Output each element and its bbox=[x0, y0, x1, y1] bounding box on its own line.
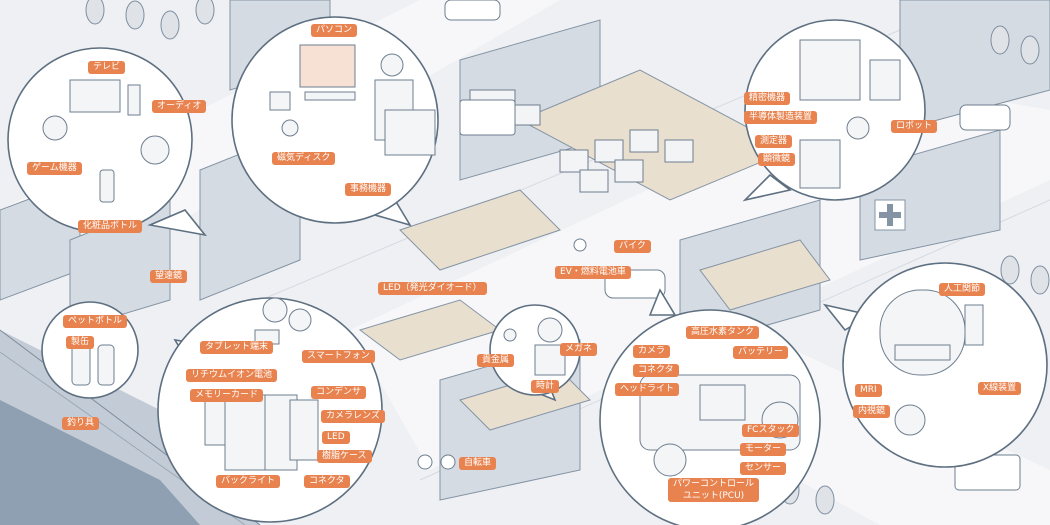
precision-equipment-label: 精密機器 bbox=[744, 92, 791, 105]
memory-card-label: メモリーカード bbox=[190, 389, 264, 402]
mri-label: MRI bbox=[855, 384, 882, 397]
car-connector-label: コネクタ bbox=[633, 364, 679, 377]
robot-label: ロボット bbox=[891, 120, 938, 133]
li-battery-label: リチウムイオン電池 bbox=[186, 369, 278, 382]
bike-label: バイク bbox=[614, 240, 651, 253]
precious-metal-label: 貴金属 bbox=[477, 354, 515, 367]
semiconductor-equipment-label: 半導体製造装置 bbox=[744, 111, 818, 124]
led-label: LED bbox=[322, 431, 350, 444]
bubble-contents bbox=[42, 39, 984, 477]
pcu-label: パワーコントロール ユニット(PCU) bbox=[668, 478, 760, 502]
artificial-joint-label: 人工関節 bbox=[939, 283, 986, 296]
magnetic-disk-label: 磁気ディスク bbox=[272, 152, 336, 165]
can-label: 製缶 bbox=[66, 336, 95, 349]
game-label: ゲーム機器 bbox=[27, 162, 82, 175]
watch-label: 時計 bbox=[531, 380, 560, 393]
xray-label: X線装置 bbox=[978, 382, 1022, 395]
cosmetic-bottle-label: 化粧品ボトル bbox=[78, 220, 143, 233]
backlight-label: バックライト bbox=[216, 475, 281, 488]
telescope-label: 望遠鏡 bbox=[150, 270, 188, 283]
measuring-instrument-label: 測定器 bbox=[755, 135, 793, 148]
bicycle-label: 自転車 bbox=[459, 457, 497, 470]
camera-lens-label: カメラレンズ bbox=[321, 410, 385, 423]
endoscope-label: 内視鏡 bbox=[853, 405, 891, 418]
led-light-label: LED（発光ダイオード） bbox=[378, 282, 487, 295]
headlight-label: ヘッドライト bbox=[615, 383, 680, 396]
audio-label: オーディオ bbox=[152, 100, 207, 113]
hydrogen-tank-label: 高圧水素タンク bbox=[686, 326, 760, 339]
pet-bottle-label: ペットボトル bbox=[63, 315, 128, 328]
capacitor-label: コンデンサ bbox=[311, 386, 367, 399]
office-equipment-label: 事務機器 bbox=[345, 183, 392, 196]
car-camera-label: カメラ bbox=[633, 345, 671, 358]
hospital-cross bbox=[874, 199, 906, 231]
glasses-label: メガネ bbox=[560, 343, 598, 356]
microscope-label: 顕微鏡 bbox=[758, 153, 796, 166]
battery-label: バッテリー bbox=[733, 346, 789, 359]
motor-label: モーター bbox=[740, 443, 787, 456]
ev-label: EV・燃料電池車 bbox=[555, 266, 631, 279]
tv-label: テレビ bbox=[88, 61, 126, 74]
tablet-label: タブレット端末 bbox=[200, 341, 274, 354]
fishing-tackle-label: 釣り具 bbox=[62, 417, 100, 430]
connector-label: コネクタ bbox=[304, 475, 350, 488]
smartphone-label: スマートフォン bbox=[302, 350, 375, 363]
resin-case-label: 樹脂ケース bbox=[317, 450, 372, 463]
sensor-label: センサー bbox=[740, 462, 787, 475]
pc-label: パソコン bbox=[311, 24, 358, 37]
fc-stack-label: FCスタック bbox=[742, 424, 800, 437]
